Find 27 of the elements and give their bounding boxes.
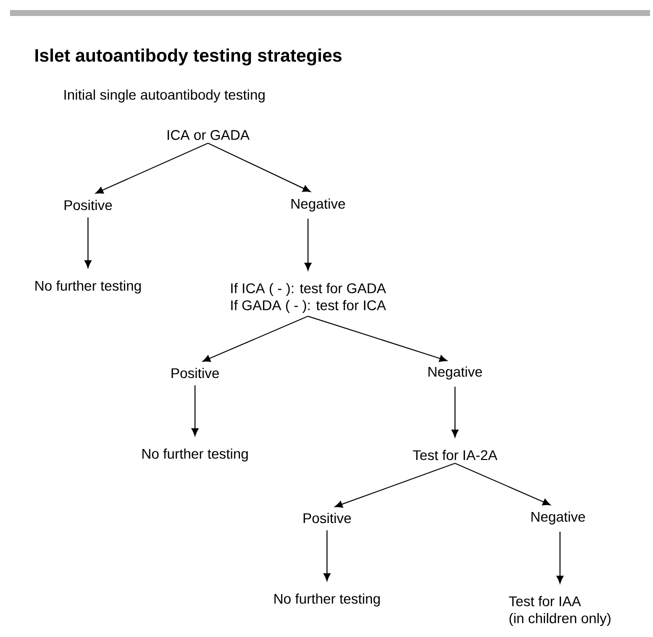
outcome-text: Negative (532, 511, 585, 525)
outcome-text: Positive (172, 368, 219, 378)
outcome-text: No further testing (35, 280, 141, 294)
outcome-text: Negative (292, 198, 345, 212)
arrow (323, 530, 331, 582)
arrow (304, 218, 312, 271)
outcome-text: Positive (304, 512, 351, 524)
title: Islet autoantibody testing strategies (35, 48, 342, 66)
arrow (308, 316, 448, 362)
arrow (556, 531, 564, 584)
arrow (451, 386, 459, 438)
arrow (208, 142, 311, 192)
arrow (454, 462, 550, 506)
subtitle: Initial single autoantibody testing (64, 89, 265, 103)
outcome-text: No further testing (274, 593, 380, 607)
arrow (84, 216, 92, 268)
arrow (191, 384, 199, 436)
outcome-text: Test for IAA (in children only) (508, 596, 610, 626)
arrow (96, 142, 208, 194)
outcome-text: Test for IA-2A (412, 450, 498, 460)
arrow (202, 316, 308, 362)
arrow (334, 462, 456, 508)
outcome-text: If ICA ( - ): test for GADA If GADA ( - ): test for ICA (231, 282, 386, 314)
outcome-text: ICA or GADA (168, 130, 250, 140)
outcome-text: Positive (64, 200, 112, 210)
outcome-text: No further testing (142, 448, 248, 462)
outcome-text: Negative (428, 366, 482, 380)
